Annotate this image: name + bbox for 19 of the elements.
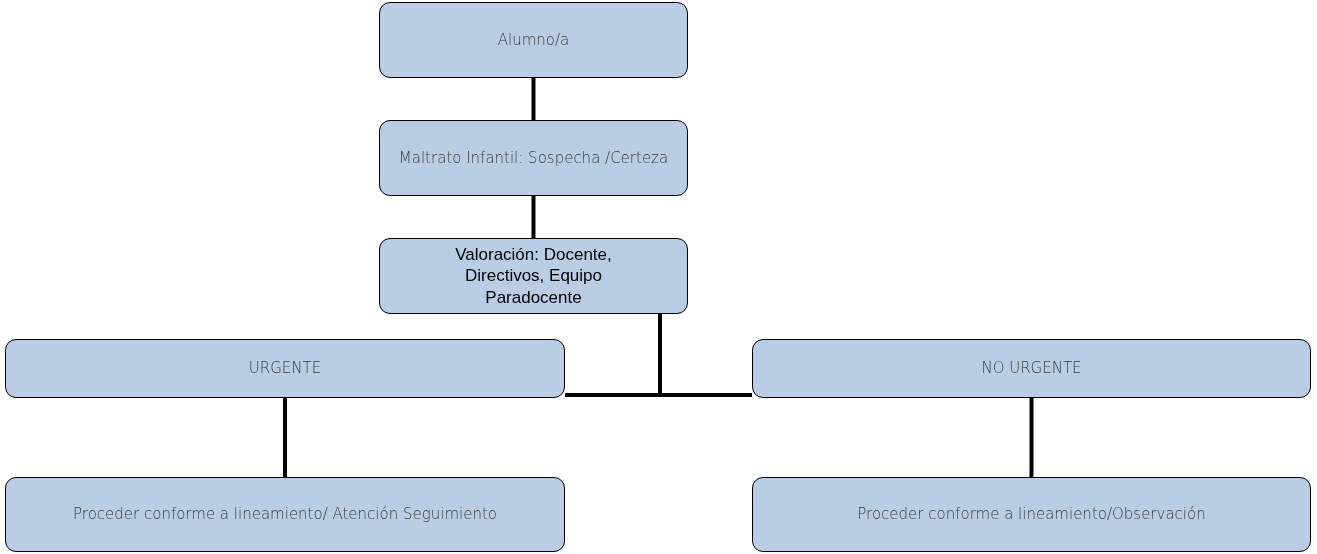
process-box xyxy=(379,238,688,314)
process-box xyxy=(752,477,1311,552)
connector-line xyxy=(1029,398,1034,477)
box-label: Proceder conforme a lineamiento/ Atención Seguimiento xyxy=(73,505,497,524)
box-label: Alumno/a xyxy=(497,30,570,50)
process-box xyxy=(379,120,688,196)
box-label: Valoración: Docente, Directivos, Equipo Paradocente xyxy=(454,244,613,308)
box-label: Maltrato Infantil: Sospecha /Certeza xyxy=(398,148,669,168)
box-label: Proceder conforme a lineamiento/Observación xyxy=(857,505,1206,524)
box-label: NO URGENTE xyxy=(981,359,1082,378)
connector-line xyxy=(531,78,536,120)
box-label: URGENTE xyxy=(248,359,322,378)
process-box xyxy=(5,477,565,552)
connector-line xyxy=(283,398,287,477)
process-box xyxy=(752,339,1311,398)
process-box xyxy=(5,339,565,398)
process-box xyxy=(379,2,688,78)
connector-line xyxy=(658,314,752,397)
connector-line xyxy=(531,196,536,238)
